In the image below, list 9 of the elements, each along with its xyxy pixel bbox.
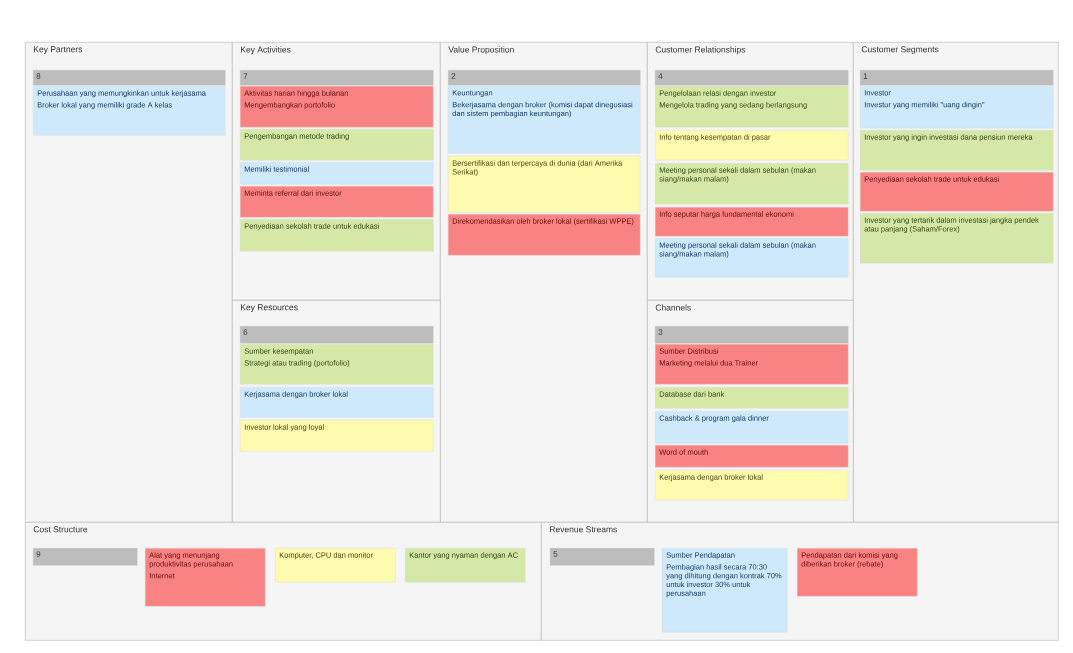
number-bar: 9 xyxy=(33,548,138,566)
number-bar: 1 xyxy=(860,70,1054,86)
number-bar: 4 xyxy=(655,70,849,86)
number-bar: 3 xyxy=(655,326,849,344)
number-bar: 5 xyxy=(550,548,655,566)
number-bar: 7 xyxy=(240,70,434,86)
number-bar: 2 xyxy=(448,70,641,86)
number-bar: 6 xyxy=(240,326,434,344)
number-bar: 8 xyxy=(33,70,226,86)
